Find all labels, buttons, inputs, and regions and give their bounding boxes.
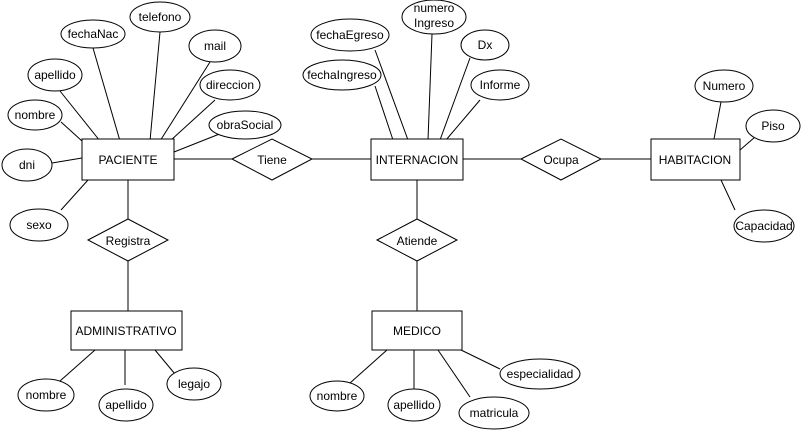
connector-paciente-fechanac [92,47,121,142]
connector-paciente-apellido [59,90,101,142]
entity-habitacion-label: HABITACION [659,153,731,167]
attribute-internacion-numeroingreso-label-2: Ingreso [414,16,454,30]
connector-paciente-mail [159,61,211,142]
attribute-internacion-fechaingreso[interactable]: fechaIngreso [302,59,382,91]
entity-administrativo[interactable]: ADMINISTRATIVO [70,310,183,351]
connector-internacion-dx [439,57,471,141]
attribute-paciente-mail-label: mail [204,39,226,53]
attribute-paciente-fechanac[interactable]: fechaNac [60,19,126,49]
attribute-paciente-sexo[interactable]: sexo [9,208,69,242]
attribute-internacion-fechaingreso-label: fechaIngreso [307,68,377,82]
attribute-medico-matricula[interactable]: matricula [458,396,530,430]
attribute-paciente-mail[interactable]: mail [188,29,242,63]
attribute-paciente-dni-label: dni [19,158,35,172]
attribute-administrativo-nombre[interactable]: nombre [17,378,75,412]
relationship-tiene-label: Tiene [257,153,287,167]
attribute-paciente-telefono-label: telefono [139,10,182,24]
attribute-habitacion-capacidad[interactable]: Capacidad [733,209,795,243]
attribute-medico-especialidad-label: especialidad [507,367,574,381]
entity-administrativo-label: ADMINISTRATIVO [75,324,176,338]
connector-administrativo-nombre [59,349,96,382]
attribute-paciente-apellido-label: apellido [34,68,76,82]
attribute-paciente-apellido[interactable]: apellido [27,58,83,92]
connector-paciente-nombre [60,121,83,142]
attribute-paciente-sexo-label: sexo [26,218,52,232]
connector-paciente-direccion [169,99,216,142]
attribute-habitacion-capacidad-label: Capacidad [735,219,792,233]
attribute-paciente-telefono[interactable]: telefono [129,1,191,33]
connector-medico-matricula [437,349,471,398]
connectors [51,31,756,398]
connector-paciente-obrasocial [173,132,223,153]
connector-habitacion-numero [713,101,722,140]
connector-internacion-numeroingreso [427,33,433,141]
attribute-habitacion-piso-label: Piso [761,119,785,133]
attribute-administrativo-legajo-label: legajo [178,377,210,391]
relationship-registra[interactable]: Registra [86,218,170,262]
attribute-internacion-numeroingreso-label-1: numero [414,1,455,15]
attribute-internacion-fechaegreso[interactable]: fechaEgreso [310,18,390,52]
connector-internacion-fechaingreso [374,85,394,141]
attribute-paciente-direccion-label: direccion [206,78,254,92]
attribute-paciente-nombre-label: nombre [15,108,56,122]
attribute-internacion-dx-label: Dx [478,38,493,52]
attribute-paciente-nombre[interactable]: nombre [7,99,63,131]
entity-medico[interactable]: MEDICO [371,310,463,351]
connector-administrativo-legajo [154,349,176,375]
relationship-ocupa-label: Ocupa [543,153,579,167]
attribute-paciente-obrasocial-label: obraSocial [217,118,274,132]
attribute-internacion-informe[interactable]: Informe [470,69,530,101]
relationship-ocupa[interactable]: Ocupa [519,138,603,181]
connector-paciente-telefono [149,31,161,142]
connector-medico-nombre [349,349,388,384]
attribute-habitacion-numero[interactable]: Numero [694,69,754,103]
entity-paciente-label: PACIENTE [98,153,157,167]
attribute-paciente-fechanac-label: fechaNac [68,27,119,41]
entity-habitacion[interactable]: HABITACION [650,138,741,181]
attribute-habitacion-numero-label: Numero [703,79,746,93]
connector-habitacion-piso [739,136,756,151]
attribute-paciente-dni[interactable]: dni [1,148,53,182]
relationship-atiende[interactable]: Atiende [375,218,459,262]
attribute-medico-matricula-label: matricula [470,406,519,420]
attribute-internacion-fechaegreso-label: fechaEgreso [316,28,384,42]
entity-medico-label: MEDICO [393,324,441,338]
attribute-paciente-direccion[interactable]: direccion [199,69,261,101]
attribute-medico-especialidad[interactable]: especialidad [499,358,581,390]
attribute-internacion-numeroingreso[interactable]: numero Ingreso [401,0,467,35]
attribute-internacion-informe-label: Informe [480,78,521,92]
relationship-atiende-label: Atiende [397,234,438,248]
connector-medico-especialidad [460,349,501,370]
connector-habitacion-capacidad [720,179,736,211]
attribute-administrativo-nombre-label: nombre [26,388,67,402]
entity-internacion[interactable]: INTERNACION [370,138,464,181]
attribute-medico-nombre-label: nombre [317,389,358,403]
attribute-paciente-obrasocial[interactable]: obraSocial [208,110,282,140]
entity-paciente[interactable]: PACIENTE [81,138,175,181]
relationship-registra-label: Registra [106,234,151,248]
attribute-medico-apellido-label: apellido [393,398,435,412]
attribute-administrativo-legajo[interactable]: legajo [166,367,222,401]
attribute-medico-apellido[interactable]: apellido [387,388,441,422]
connector-paciente-sexo [60,179,89,211]
attribute-administrativo-apellido[interactable]: apellido [98,388,154,422]
connector-paciente-dni [51,157,83,164]
attribute-administrativo-apellido-label: apellido [105,398,147,412]
attribute-habitacion-piso[interactable]: Piso [745,109,801,143]
entity-internacion-label: INTERNACION [376,153,459,167]
attribute-medico-nombre[interactable]: nombre [309,380,365,412]
connector-internacion-fechaegreso [374,49,409,141]
connector-internacion-informe [445,99,481,141]
relationship-tiene[interactable]: Tiene [230,138,314,181]
attribute-internacion-dx[interactable]: Dx [460,29,510,61]
